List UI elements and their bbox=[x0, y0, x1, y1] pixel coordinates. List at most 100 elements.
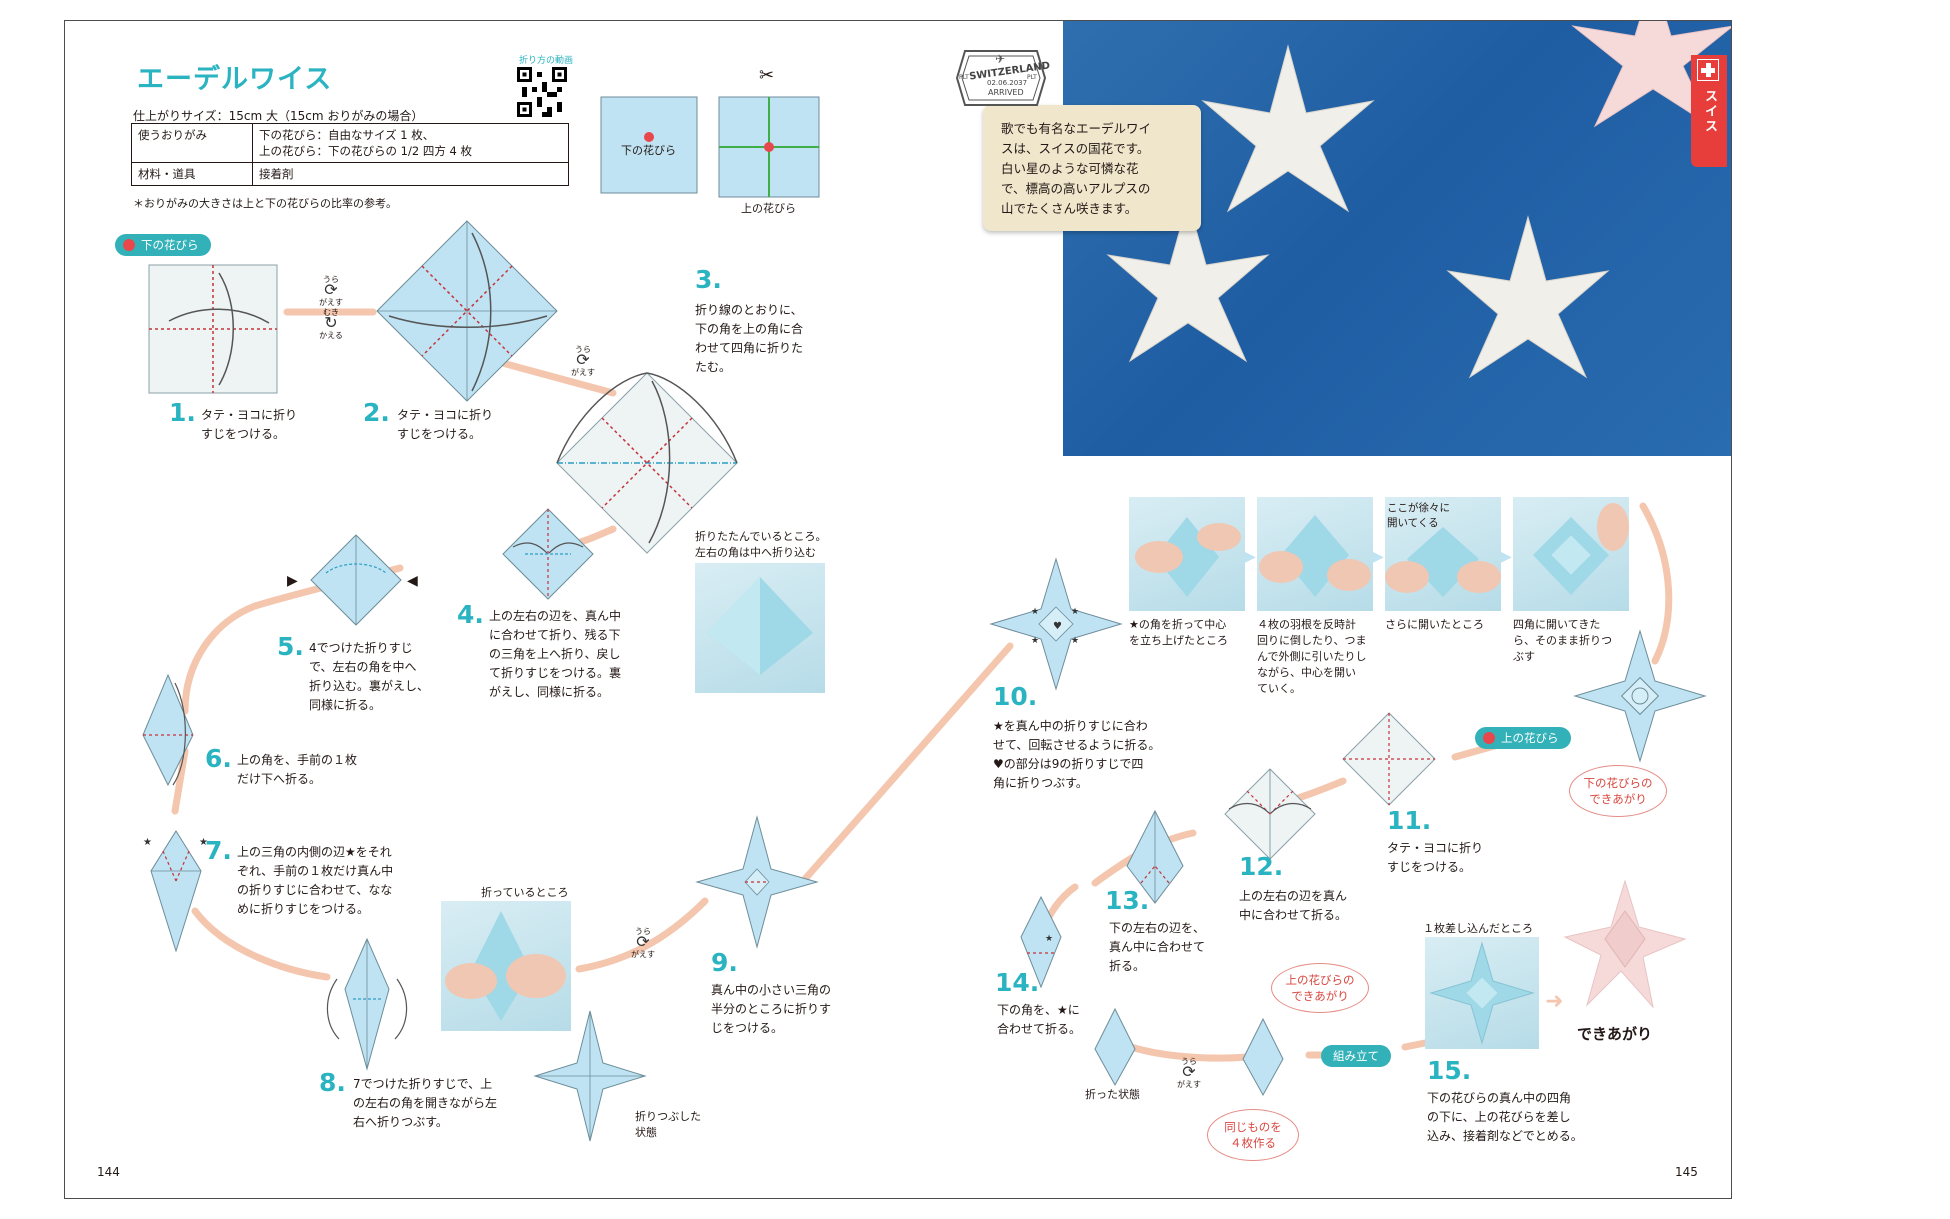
page-number-right: 145 bbox=[1675, 1165, 1698, 1179]
photo-10b bbox=[1257, 497, 1373, 611]
step-10-number: 10. bbox=[993, 682, 1038, 711]
turn-over-mark-2: うら⟳がえす bbox=[571, 335, 595, 378]
diagram-step-4 bbox=[502, 508, 594, 600]
next-arrow-icon-1: ▶ bbox=[1245, 549, 1256, 565]
diagram-step-14: ★ bbox=[1020, 895, 1062, 989]
step-11-number: 11. bbox=[1387, 806, 1432, 835]
rotate-icon: ↻ bbox=[324, 313, 338, 332]
diagram-step-2 bbox=[376, 220, 558, 402]
photo-10d-shape bbox=[1533, 503, 1629, 595]
lower-petal-paper bbox=[600, 96, 698, 194]
svg-text:★: ★ bbox=[1071, 607, 1079, 617]
step-8-number: 8. bbox=[319, 1068, 346, 1097]
step-9-text: 真ん中の小さい三角の 半分のところに折りす じをつける。 bbox=[711, 983, 832, 1035]
star-flower-1 bbox=[1201, 44, 1375, 213]
diagram-step-5 bbox=[310, 534, 402, 626]
diagram-step-6 bbox=[142, 673, 194, 787]
pill-upper-text: 上の花びら bbox=[1501, 731, 1559, 745]
turn-over-mark-4: うら⟳がえす bbox=[1177, 1047, 1201, 1090]
step-4-number: 4. bbox=[457, 600, 484, 629]
mark-muki: むき bbox=[323, 308, 339, 317]
stamp-arrived: ARRIVED bbox=[988, 88, 1024, 97]
bubble-make-four: 同じものを ４枚作る bbox=[1207, 1109, 1299, 1161]
section-pill-upper: 上の花びら bbox=[1475, 727, 1571, 749]
page-number-left: 144 bbox=[97, 1165, 120, 1179]
turn-over-icon-3: ⟳ bbox=[636, 932, 650, 951]
lower-petal-paper-label: 下の花びら bbox=[621, 144, 676, 157]
turn-over-mark-3: うら⟳がえす bbox=[631, 917, 655, 960]
diagram-step-13 bbox=[1126, 809, 1184, 904]
pill-dot-icon-2 bbox=[1483, 732, 1495, 744]
photo-10a-shape bbox=[1135, 517, 1241, 597]
step-13-number: 13. bbox=[1105, 886, 1150, 915]
step-15-text: 下の花びらの真ん中の四角 の下に、上の花びらを差し 込み、接着剤などでとめる。 bbox=[1427, 1091, 1583, 1143]
star-flower-2 bbox=[1106, 199, 1270, 363]
diagram-folded-state bbox=[1094, 1007, 1136, 1087]
section-pill-assemble: 組み立て bbox=[1321, 1045, 1391, 1067]
svg-text:♥: ♥ bbox=[1053, 621, 1062, 632]
next-arrow-icon-3: ▶ bbox=[1501, 549, 1512, 565]
step-13-text: 下の左右の辺を、 真ん中に合わせて 折る。 bbox=[1109, 921, 1206, 973]
turn-over-icon-4: ⟳ bbox=[1182, 1062, 1196, 1081]
mark-kaesu: がえす bbox=[319, 298, 343, 307]
step-4-text: 上の左右の辺を、真ん中 に合わせて折り、残る下 の三角を上へ折り、戻し て折りす… bbox=[489, 609, 622, 699]
caption-folded-state: 折った状態 bbox=[1085, 1088, 1140, 1101]
book-spread: エーデルワイス 仕上がりサイズ：15cm 大（15cm おりがみの場合） 使うお… bbox=[64, 20, 1732, 1199]
step-5-text: 4でつけた折りすじ で、左右の角を中へ 折り込む。裏がえし、 同様に折る。 bbox=[309, 641, 430, 712]
mark-ura-4: うら bbox=[1181, 1057, 1197, 1066]
pill-lower-text: 下の花びら bbox=[141, 238, 199, 252]
photo-10b-shape bbox=[1259, 515, 1371, 597]
mark-ura-2: うら bbox=[575, 345, 591, 354]
photo-step-8-shape bbox=[445, 911, 566, 1021]
photo-10a bbox=[1129, 497, 1245, 611]
finished-flower-pink bbox=[1563, 879, 1687, 1009]
step-10-text: ★を真ん中の折りすじに合わ せて、回転させるように折る。 ♥の部分は9の折りすじ… bbox=[993, 719, 1161, 790]
caption-flattened: 折りつぶした 状態 bbox=[635, 1110, 702, 1139]
step-8-text: 7でつけた折りすじで、上 の左右の角を開きながら左 右へ折りつぶす。 bbox=[353, 1077, 498, 1129]
step-12-text: 上の左右の辺を真ん 中に合わせて折る。 bbox=[1239, 889, 1348, 922]
country-tab-label: スイス bbox=[1702, 89, 1717, 134]
country-tab[interactable]: スイス bbox=[1691, 55, 1727, 167]
turn-over-icon: ⟳ bbox=[324, 280, 338, 299]
diagram-step-9 bbox=[695, 815, 819, 949]
svg-text:★: ★ bbox=[1045, 934, 1053, 944]
photo-step-3 bbox=[695, 563, 825, 693]
photo-10c-shape bbox=[1385, 527, 1501, 597]
stamp-flank-left: PLT bbox=[959, 74, 969, 81]
caption-10c-top: ここが徐々に 開いてくる bbox=[1387, 502, 1450, 529]
svg-text:★: ★ bbox=[1031, 636, 1039, 646]
svg-text:★: ★ bbox=[1031, 607, 1039, 617]
mark-kaeru: かえる bbox=[319, 331, 343, 340]
step-1-number: 1. bbox=[169, 398, 196, 427]
step-5-number: 5. bbox=[277, 632, 304, 661]
bubble-upper-done: 上の花びらの できあがり bbox=[1271, 963, 1369, 1013]
caption-10d: 四角に開いてきた ら、そのまま折りつ ぶす bbox=[1513, 618, 1613, 663]
caption-folding-step8: 折っているところ bbox=[481, 886, 569, 899]
passport-stamp: ✈ SWITZERLAND 02.06.2037 ARRIVED PLT PLT bbox=[955, 47, 1051, 109]
spec-tools-label: 材料・道具 bbox=[131, 162, 253, 186]
mark-kaesu-4: がえす bbox=[1177, 1080, 1201, 1089]
caption-inserted: １枚差し込んだところ bbox=[1423, 922, 1533, 935]
step-14-number: 14. bbox=[995, 968, 1040, 997]
photo-step-15 bbox=[1425, 937, 1539, 1049]
diagram-step-8 bbox=[326, 937, 408, 1071]
svg-text:★: ★ bbox=[143, 837, 152, 848]
photo-step-3-shape bbox=[707, 577, 813, 675]
step-9-number: 9. bbox=[711, 948, 738, 977]
step-3-text: 折り線のとおりに、 下の角を上の角に合 わせて四角に折りた たむ。 bbox=[695, 303, 804, 374]
diagram-step-3 bbox=[556, 372, 738, 554]
caption-10a: ★の角を折って中心 を立ち上げたところ bbox=[1129, 618, 1228, 647]
caption-10c: さらに開いたところ bbox=[1385, 618, 1484, 631]
photo-step-8 bbox=[441, 901, 571, 1031]
caption-10b: ４枚の羽根を反時計 回りに倒したり、つま んで外側に引いたりし ながら、中心を開… bbox=[1257, 618, 1367, 695]
upper-petal-paper bbox=[718, 96, 820, 198]
qr-code-icon[interactable] bbox=[517, 67, 567, 117]
stamp-flank-right: PLT bbox=[1027, 74, 1037, 81]
swiss-flag-icon bbox=[1697, 59, 1719, 81]
diagram-step-7: ★ ★ bbox=[143, 830, 208, 953]
spec-paper-value: 下の花びら：自由なサイズ 1 枚、 上の花びら：下の花びらの 1/2 四方 4 … bbox=[252, 123, 569, 163]
step-15-number: 15. bbox=[1427, 1056, 1472, 1085]
diagram-step-1 bbox=[148, 264, 278, 394]
turn-over-icon-2: ⟳ bbox=[576, 350, 590, 369]
intro-text: 歌でも有名なエーデルワイ スは、スイスの国花です。 白い星のような可憐な花 で、… bbox=[1001, 121, 1152, 216]
